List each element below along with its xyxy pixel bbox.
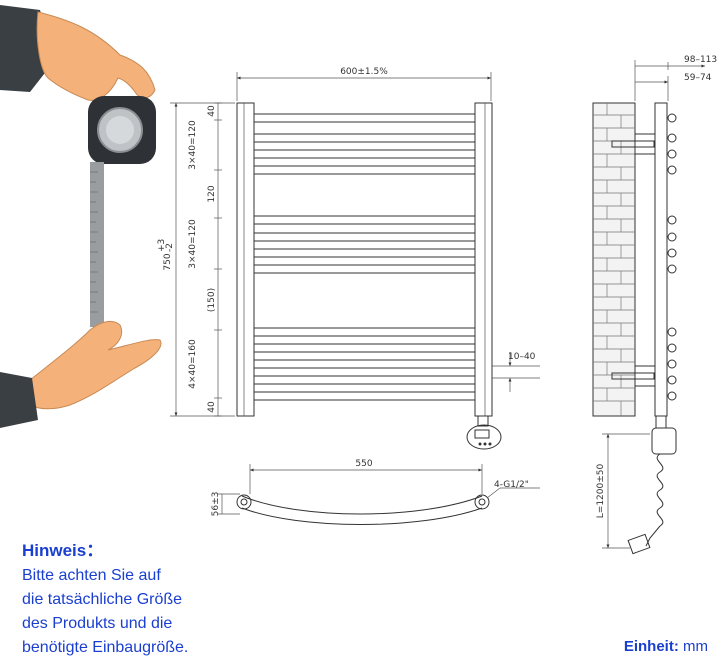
note-line-2: die tatsächliche Größe — [22, 591, 183, 608]
cable-length-dimension: L=1200±50 — [596, 464, 606, 519]
width-dimension: 600±1.5% — [340, 67, 388, 77]
brick-wall — [592, 102, 636, 417]
side-rail — [654, 102, 668, 417]
segment-1: 3×40=120 — [188, 120, 198, 170]
unit-value: mm — [683, 638, 708, 655]
coiled-cable — [656, 453, 664, 527]
heating-element — [466, 415, 502, 450]
note-block: Hinweis： Bitte achten Sie auf die tatsäc… — [22, 540, 282, 660]
segment-bottom: 40 — [207, 401, 217, 413]
wall-bracket-top — [611, 140, 655, 148]
segment-3: 3×40=120 — [188, 219, 198, 269]
segment-5: 4×40=160 — [188, 339, 198, 389]
height-dimension: 750 — [163, 253, 173, 270]
note-line-4: benötigte Einbaugröße. — [22, 639, 189, 656]
height-tolerance-minus: -2 — [165, 243, 175, 252]
segment-4: (150) — [207, 288, 217, 312]
depth-outer-dimension: 98–113 — [684, 55, 717, 65]
power-plug — [627, 533, 651, 555]
valve-offset-dimension: 10–40 — [508, 352, 536, 362]
depth-inner-dimension: 59–74 — [684, 73, 712, 83]
center-distance-dimension: 550 — [355, 459, 372, 469]
side-view: 98–113 59–74 L=1200±50 — [592, 55, 717, 555]
right-rail — [474, 102, 493, 417]
segment-2: 120 — [207, 185, 217, 202]
left-rail — [236, 102, 255, 417]
measuring-tape-illustration — [0, 5, 162, 428]
thread-callout: 4-G1/2" — [494, 480, 529, 490]
note-line-1: Bitte achten Sie auf — [22, 567, 161, 584]
unit-label: Einheit: mm — [624, 638, 708, 655]
segment-top: 40 — [207, 105, 217, 117]
side-heating-element — [651, 427, 677, 455]
top-depth-dimension: 56±3 — [211, 492, 221, 517]
unit-key: Einheit: — [623, 638, 679, 655]
note-line-3: des Produkts und die — [22, 615, 173, 632]
wall-bracket-bottom — [611, 372, 655, 380]
note-title: Hinweis： — [22, 541, 104, 560]
top-view: 550 4-G1/2" 56±3 — [211, 459, 540, 525]
height-tolerance-plus: +3 — [157, 239, 167, 252]
front-view: 600±1.5% 750 +3 -2 40 3×40=120 120 3×40=… — [157, 67, 540, 450]
towel-bars — [253, 113, 476, 401]
